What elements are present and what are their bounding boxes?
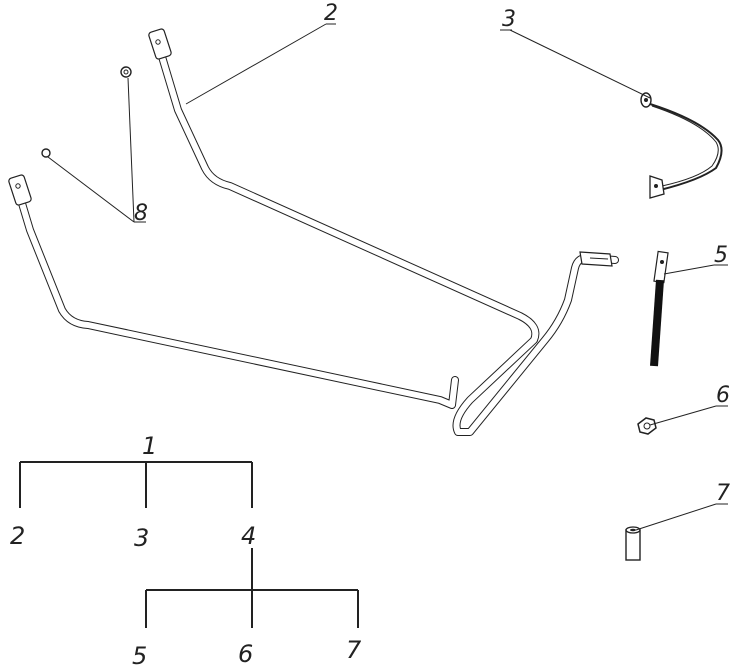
callout-3: 3 <box>502 7 516 32</box>
tree-node-3: 3 <box>134 524 149 552</box>
callout-6: 6 <box>716 383 730 408</box>
callout-7: 7 <box>716 481 730 506</box>
tree-node-4: 4 <box>241 522 256 550</box>
tree-node-2: 2 <box>10 522 25 550</box>
callout-8: 8 <box>134 201 148 226</box>
nut-part-6 <box>637 417 657 435</box>
rivet-part-8 <box>41 66 132 158</box>
tree-node-6: 6 <box>238 640 253 668</box>
bolt-part-5 <box>650 250 669 367</box>
callout-5: 5 <box>714 243 728 268</box>
leader-lines <box>47 23 728 531</box>
assembly-tree <box>19 461 359 628</box>
spacer-part-7 <box>625 526 641 561</box>
tree-node-7: 7 <box>346 636 362 664</box>
tree-root-label: 1 <box>142 432 157 460</box>
cable-part-3 <box>640 92 723 199</box>
frame-part-2 <box>8 28 619 436</box>
tree-node-5: 5 <box>132 642 147 669</box>
callout-2: 2 <box>324 1 338 26</box>
